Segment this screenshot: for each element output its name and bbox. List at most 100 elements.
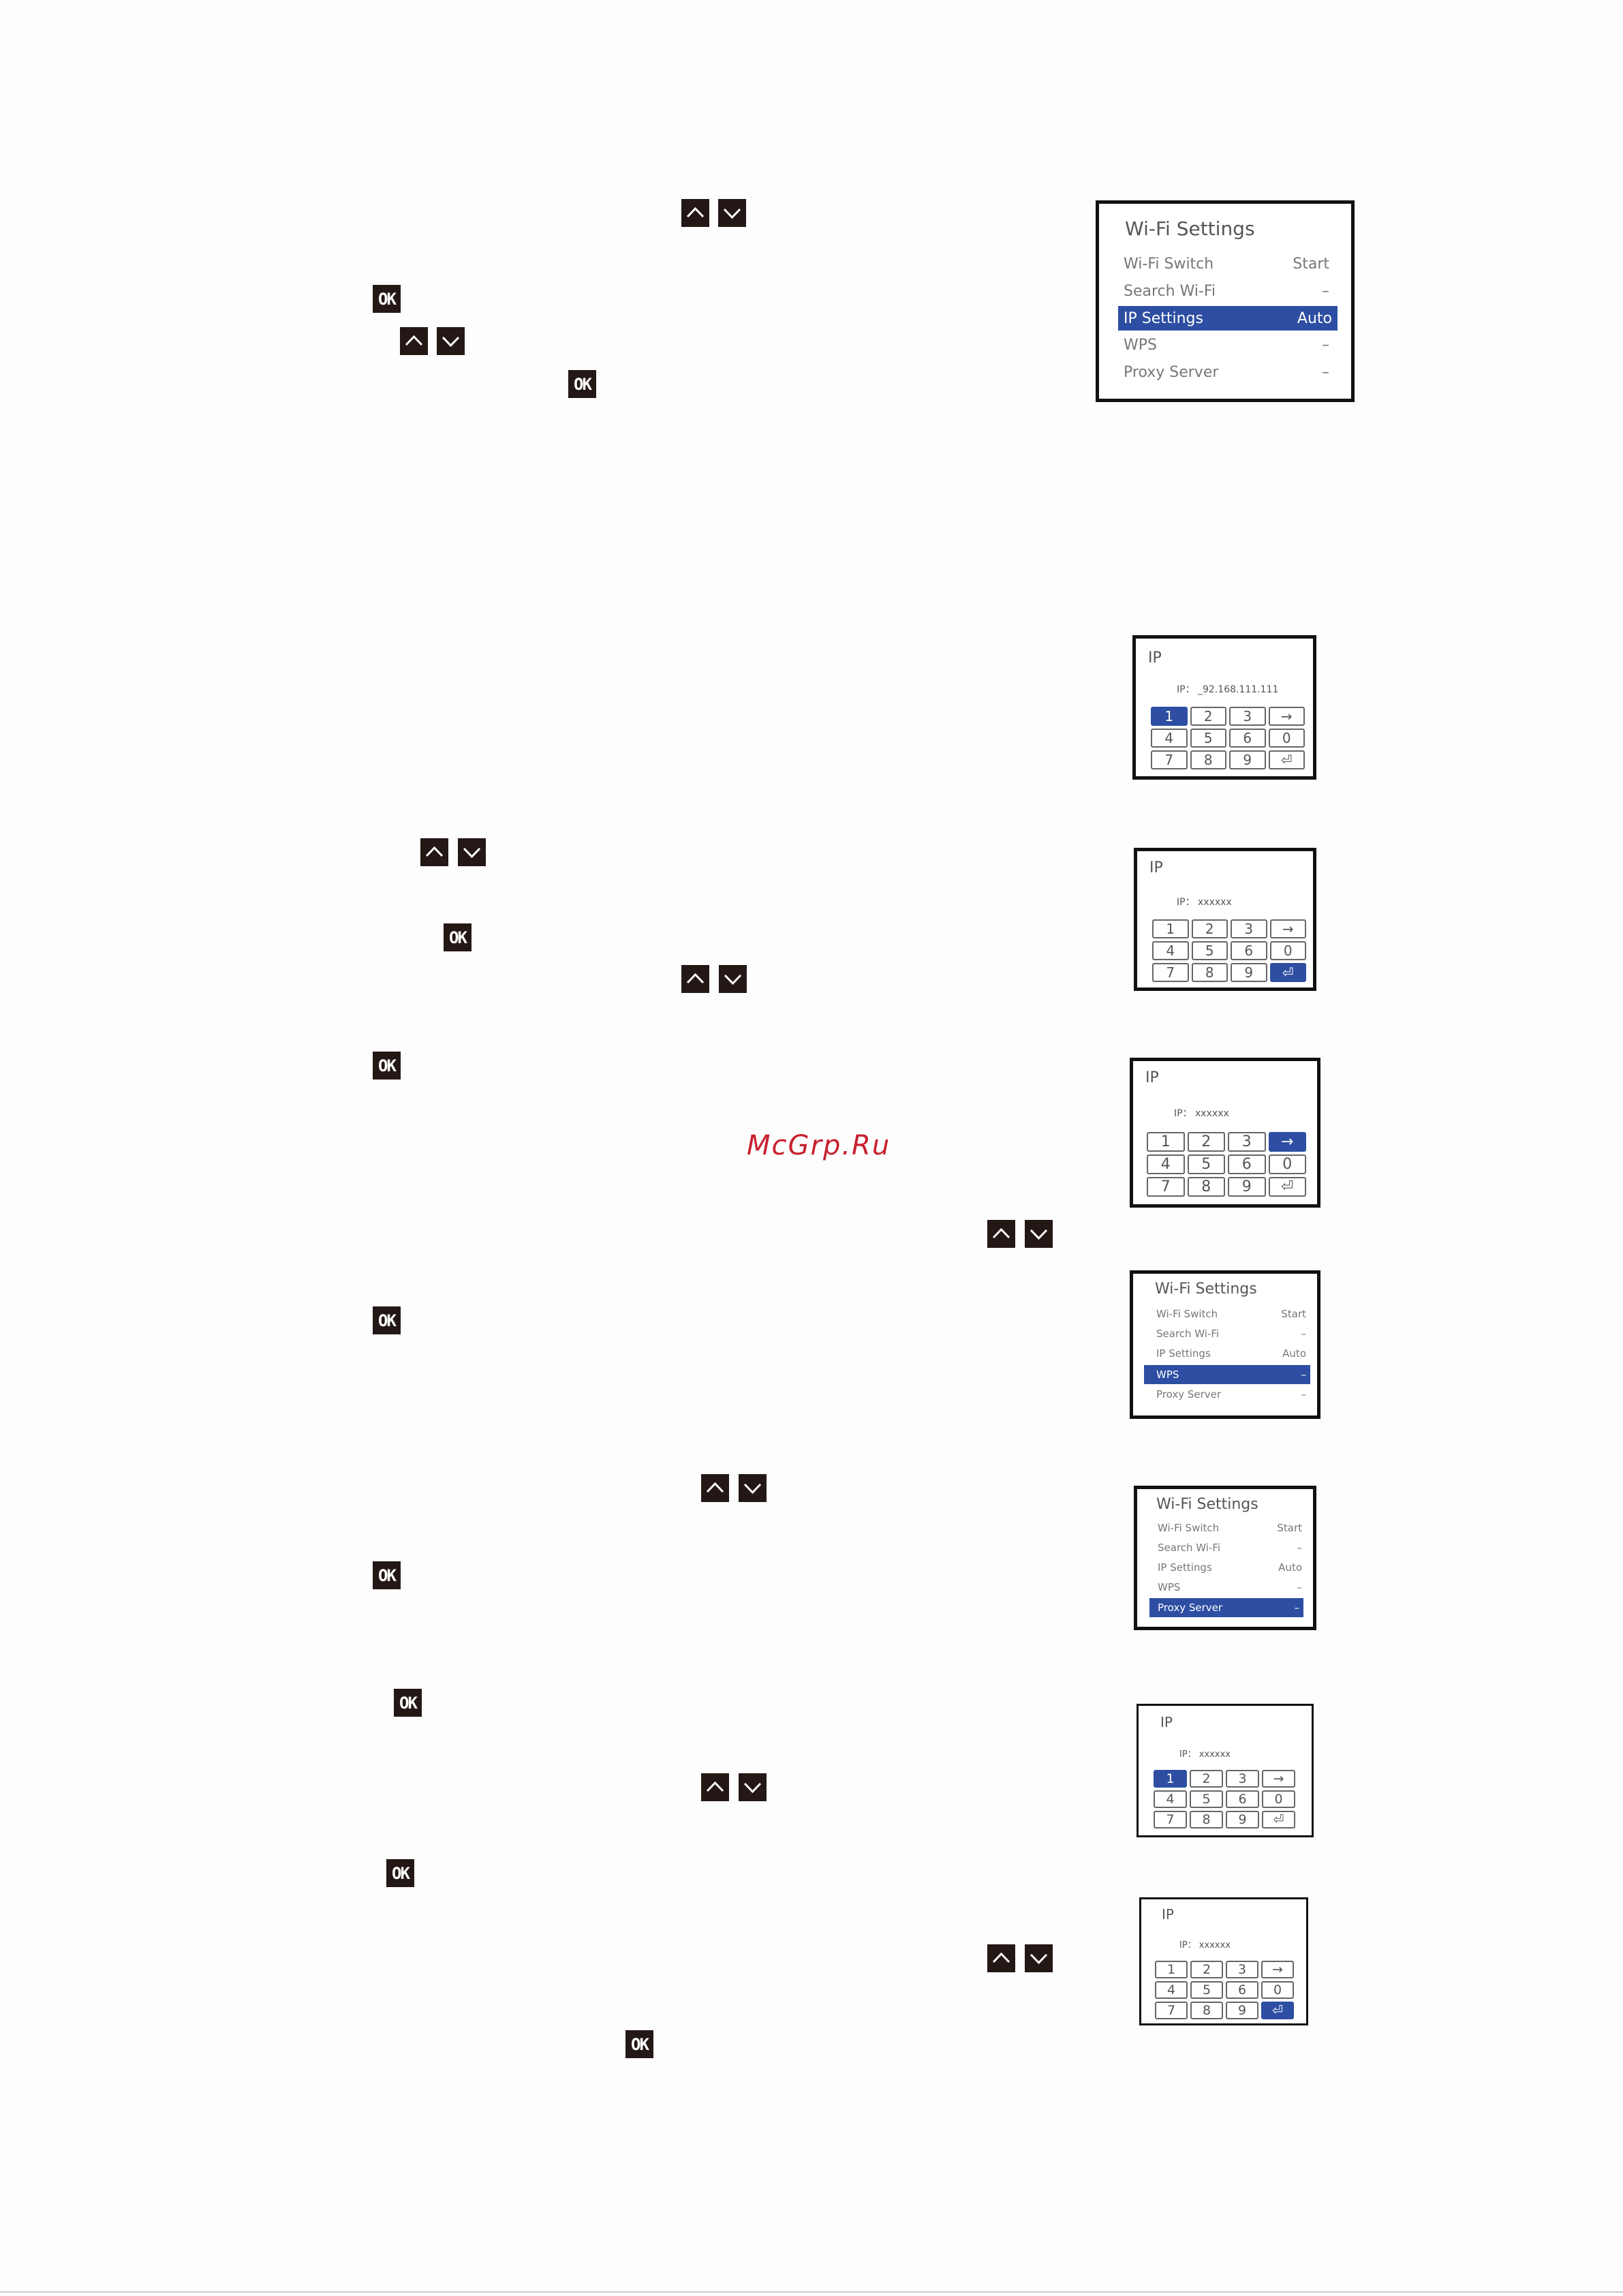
keypad-key-0[interactable]: 0 bbox=[1268, 729, 1305, 748]
keypad-key-4[interactable]: 4 bbox=[1152, 941, 1189, 960]
menu-item-search-wifi[interactable]: Search Wi-Fi– bbox=[1124, 282, 1329, 300]
keypad-key-8[interactable]: 8 bbox=[1187, 1177, 1225, 1197]
menu-title: Wi-Fi Settings bbox=[1156, 1496, 1258, 1513]
keypad-key-6[interactable]: 6 bbox=[1231, 941, 1267, 960]
keypad-key-9[interactable]: 9 bbox=[1231, 963, 1267, 982]
keypad-key-2[interactable]: 2 bbox=[1191, 919, 1228, 938]
keypad-key-3[interactable]: 3 bbox=[1226, 1770, 1259, 1788]
chevron-up-icon bbox=[681, 199, 709, 227]
keypad-key-0[interactable]: 0 bbox=[1268, 1154, 1306, 1174]
keypad-key-7[interactable]: 7 bbox=[1151, 750, 1188, 769]
ip-value: IP： xxxxxx bbox=[1177, 897, 1232, 908]
keypad-enter-key[interactable]: ⏎ bbox=[1268, 750, 1305, 769]
keypad-key-8[interactable]: 8 bbox=[1190, 750, 1226, 769]
keypad-key-0[interactable]: 0 bbox=[1261, 1981, 1294, 1999]
watermark: McGrp.Ru bbox=[747, 1130, 891, 1161]
chevron-down-icon bbox=[458, 838, 486, 866]
keypad-key-7[interactable]: 7 bbox=[1155, 2002, 1188, 2019]
keypad-key-3[interactable]: 3 bbox=[1226, 1961, 1258, 1978]
keypad-next-key[interactable]: → bbox=[1268, 1132, 1306, 1152]
keypad-key-0[interactable]: 0 bbox=[1269, 941, 1306, 960]
keypad-key-8[interactable]: 8 bbox=[1190, 1811, 1223, 1828]
keypad-key-4[interactable]: 4 bbox=[1147, 1154, 1185, 1174]
keypad-key-2[interactable]: 2 bbox=[1190, 1961, 1223, 1978]
keypad-key-5[interactable]: 5 bbox=[1190, 1981, 1223, 1999]
ok-button-icon: OK bbox=[625, 2030, 653, 2058]
chevron-up-icon bbox=[987, 1944, 1015, 1972]
keypad-key-7[interactable]: 7 bbox=[1152, 963, 1189, 982]
keypad-key-6[interactable]: 6 bbox=[1228, 1154, 1266, 1174]
keypad-key-5[interactable]: 5 bbox=[1187, 1154, 1225, 1174]
keypad-key-6[interactable]: 6 bbox=[1226, 1790, 1259, 1808]
keypad-enter-key[interactable]: ⏎ bbox=[1262, 1811, 1295, 1828]
keypad-key-5[interactable]: 5 bbox=[1191, 941, 1228, 960]
ip-value: IP： _92.168.111.111 bbox=[1177, 684, 1279, 695]
keypad-enter-key[interactable]: ⏎ bbox=[1268, 1177, 1306, 1197]
keypad-key-7[interactable]: 7 bbox=[1147, 1177, 1185, 1197]
keypad-key-3[interactable]: 3 bbox=[1231, 919, 1267, 938]
ip-value: IP： xxxxxx bbox=[1179, 1749, 1231, 1760]
keypad-key-9[interactable]: 9 bbox=[1226, 1811, 1259, 1828]
keypad-key-0[interactable]: 0 bbox=[1262, 1790, 1295, 1808]
keypad-key-5[interactable]: 5 bbox=[1190, 729, 1226, 748]
keypad-key-1[interactable]: 1 bbox=[1147, 1132, 1185, 1152]
ip-title: IP bbox=[1149, 859, 1163, 876]
ip-title: IP bbox=[1148, 649, 1162, 667]
keypad-key-3[interactable]: 3 bbox=[1228, 1132, 1266, 1152]
keypad-key-2[interactable]: 2 bbox=[1190, 707, 1226, 726]
keypad-next-key[interactable]: → bbox=[1261, 1961, 1294, 1978]
menu-item-proxy-server[interactable]: Proxy Server– bbox=[1156, 1388, 1306, 1400]
keypad-key-9[interactable]: 9 bbox=[1226, 2002, 1258, 2019]
keypad-next-key[interactable]: → bbox=[1262, 1770, 1295, 1788]
keypad-key-1[interactable]: 1 bbox=[1152, 919, 1189, 938]
footer-rule bbox=[0, 2291, 1623, 2293]
keypad-key-9[interactable]: 9 bbox=[1229, 750, 1266, 769]
keypad-key-4[interactable]: 4 bbox=[1151, 729, 1188, 748]
keypad-key-2[interactable]: 2 bbox=[1187, 1132, 1225, 1152]
keypad-key-3[interactable]: 3 bbox=[1229, 707, 1266, 726]
ip-title: IP bbox=[1160, 1714, 1173, 1730]
chevron-up-icon bbox=[701, 1474, 729, 1502]
menu-item-proxy-server[interactable]: Proxy Server– bbox=[1124, 363, 1329, 381]
keypad-key-6[interactable]: 6 bbox=[1226, 1981, 1258, 1999]
menu-item-search-wifi[interactable]: Search Wi-Fi– bbox=[1158, 1542, 1302, 1554]
menu-item-wps[interactable]: WPS– bbox=[1158, 1581, 1302, 1593]
keypad-key-1[interactable]: 1 bbox=[1155, 1961, 1188, 1978]
menu-item-wps[interactable]: WPS– bbox=[1144, 1365, 1310, 1384]
menu-item-search-wifi[interactable]: Search Wi-Fi– bbox=[1156, 1328, 1306, 1340]
keypad-key-6[interactable]: 6 bbox=[1229, 729, 1266, 748]
keypad-key-8[interactable]: 8 bbox=[1190, 2002, 1223, 2019]
ok-button-icon: OK bbox=[373, 1306, 401, 1334]
menu-item-wps[interactable]: WPS– bbox=[1124, 336, 1329, 354]
keypad-key-7[interactable]: 7 bbox=[1154, 1811, 1187, 1828]
keypad-key-8[interactable]: 8 bbox=[1191, 963, 1228, 982]
menu-item-proxy-server[interactable]: Proxy Server– bbox=[1149, 1598, 1303, 1617]
keypad-enter-key[interactable]: ⏎ bbox=[1269, 963, 1306, 982]
keypad-key-2[interactable]: 2 bbox=[1190, 1770, 1223, 1788]
keypad-next-key[interactable]: → bbox=[1268, 707, 1305, 726]
ok-button-icon: OK bbox=[373, 1561, 401, 1589]
keypad-enter-key[interactable]: ⏎ bbox=[1261, 2002, 1294, 2019]
ip-value: IP： xxxxxx bbox=[1174, 1108, 1229, 1119]
keypad-key-1[interactable]: 1 bbox=[1151, 707, 1188, 726]
keypad-key-5[interactable]: 5 bbox=[1190, 1790, 1223, 1808]
keypad-key-1[interactable]: 1 bbox=[1154, 1770, 1187, 1788]
chevron-down-icon bbox=[739, 1773, 767, 1801]
keypad-key-4[interactable]: 4 bbox=[1155, 1981, 1188, 1999]
keypad-key-9[interactable]: 9 bbox=[1228, 1177, 1266, 1197]
keypad-next-key[interactable]: → bbox=[1269, 919, 1306, 938]
chevron-up-icon bbox=[681, 965, 709, 993]
keypad-key-4[interactable]: 4 bbox=[1154, 1790, 1187, 1808]
